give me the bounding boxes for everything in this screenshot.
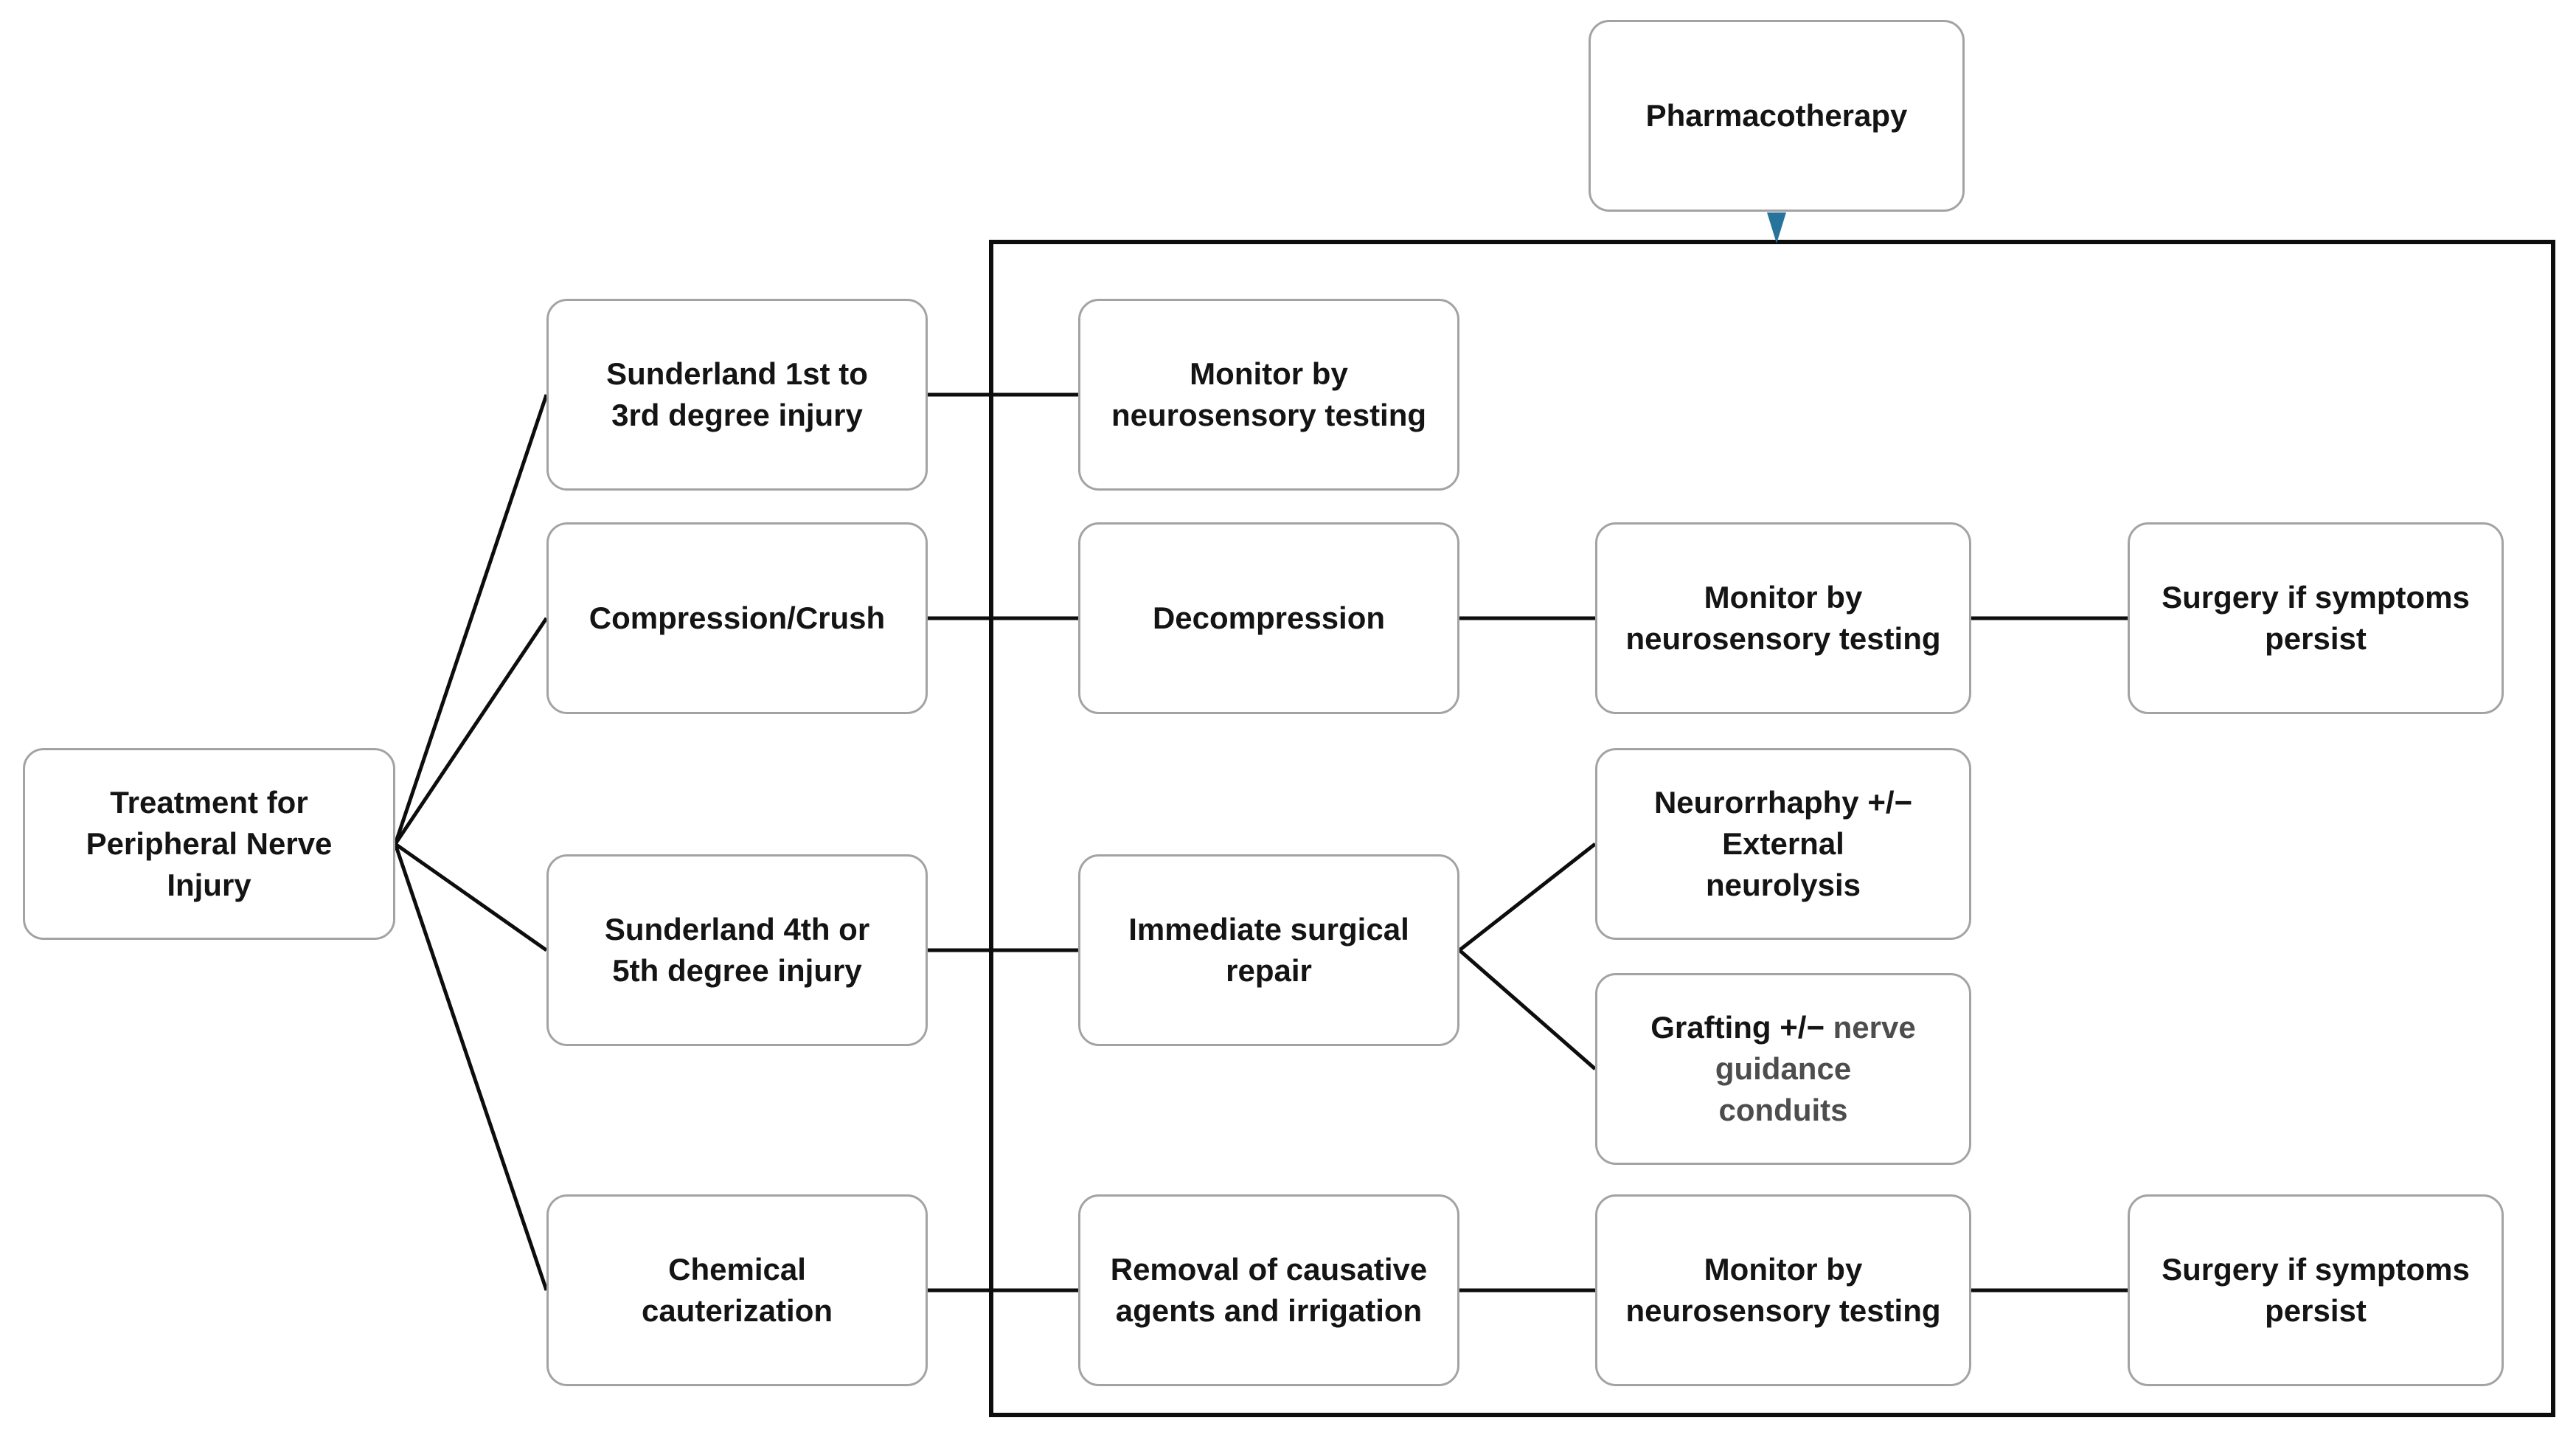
connector-repair-to-neurorrhaphy [1458, 842, 1597, 952]
node-root-treatment-label: Treatment for Peripheral Nerve Injury [86, 785, 333, 902]
node-monitor-row4: Monitor by neurosensory testing [1595, 1194, 1971, 1386]
connector-root-to-chemical-cauterization [393, 843, 549, 1291]
node-grafting-label-secondary: nerve guidance conduits [1715, 1010, 1916, 1127]
node-surgery-row4-label: Surgery if symptoms persist [2162, 1252, 2470, 1328]
node-grafting-label-primary: Grafting +/− [1650, 1010, 1833, 1045]
connector-root-to-sunderland-1-3 [393, 394, 549, 845]
node-chemical-cauterization-label: Chemical cauterization [641, 1252, 833, 1328]
node-monitor-row4-label: Monitor by neurosensory testing [1625, 1252, 1941, 1328]
node-monitor-row1: Monitor by neurosensory testing [1078, 299, 1459, 491]
node-sunderland-4th-5th: Sunderland 4th or 5th degree injury [546, 854, 928, 1046]
node-neurorrhaphy-label: Neurorrhaphy +/− External neurolysis [1653, 785, 1913, 902]
node-grafting: Grafting +/− nerve guidance conduits [1595, 973, 1971, 1165]
pharmacotherapy-group-frame [989, 240, 2555, 1417]
connector-repair-to-grafting [1458, 949, 1597, 1070]
node-surgery-row2: Surgery if symptoms persist [2128, 522, 2504, 714]
node-immediate-surgical-repair: Immediate surgical repair [1078, 854, 1459, 1046]
node-decompression: Decompression [1078, 522, 1459, 714]
node-root-treatment: Treatment for Peripheral Nerve Injury [23, 748, 395, 940]
node-sunderland-1st-3rd: Sunderland 1st to 3rd degree injury [546, 299, 928, 491]
connector-root-to-sunderland-4-5 [394, 842, 548, 952]
node-immediate-surgical-repair-label: Immediate surgical repair [1128, 912, 1409, 988]
node-sunderland-1st-3rd-label: Sunderland 1st to 3rd degree injury [606, 356, 868, 432]
node-monitor-row2-label: Monitor by neurosensory testing [1625, 580, 1941, 656]
node-neurorrhaphy: Neurorrhaphy +/− External neurolysis [1595, 748, 1971, 940]
node-monitor-row2: Monitor by neurosensory testing [1595, 522, 1971, 714]
node-removal-causative-agents-label: Removal of causative agents and irrigati… [1110, 1252, 1428, 1328]
node-compression-crush-label: Compression/Crush [589, 601, 886, 635]
node-chemical-cauterization: Chemical cauterization [546, 1194, 928, 1386]
node-monitor-row1-label: Monitor by neurosensory testing [1111, 356, 1427, 432]
node-compression-crush: Compression/Crush [546, 522, 928, 714]
connector-root-to-compression-crush [393, 617, 549, 845]
node-surgery-row2-label: Surgery if symptoms persist [2162, 580, 2470, 656]
pharmacotherapy-arrow-icon [1767, 212, 1786, 243]
node-pharmacotherapy-label: Pharmacotherapy [1645, 98, 1908, 133]
node-surgery-row4: Surgery if symptoms persist [2128, 1194, 2504, 1386]
node-pharmacotherapy: Pharmacotherapy [1589, 20, 1965, 212]
node-removal-causative-agents: Removal of causative agents and irrigati… [1078, 1194, 1459, 1386]
node-decompression-label: Decompression [1152, 601, 1386, 635]
node-sunderland-4th-5th-label: Sunderland 4th or 5th degree injury [604, 912, 870, 988]
node-grafting-label: Grafting +/− nerve guidance conduits [1650, 1007, 1915, 1131]
